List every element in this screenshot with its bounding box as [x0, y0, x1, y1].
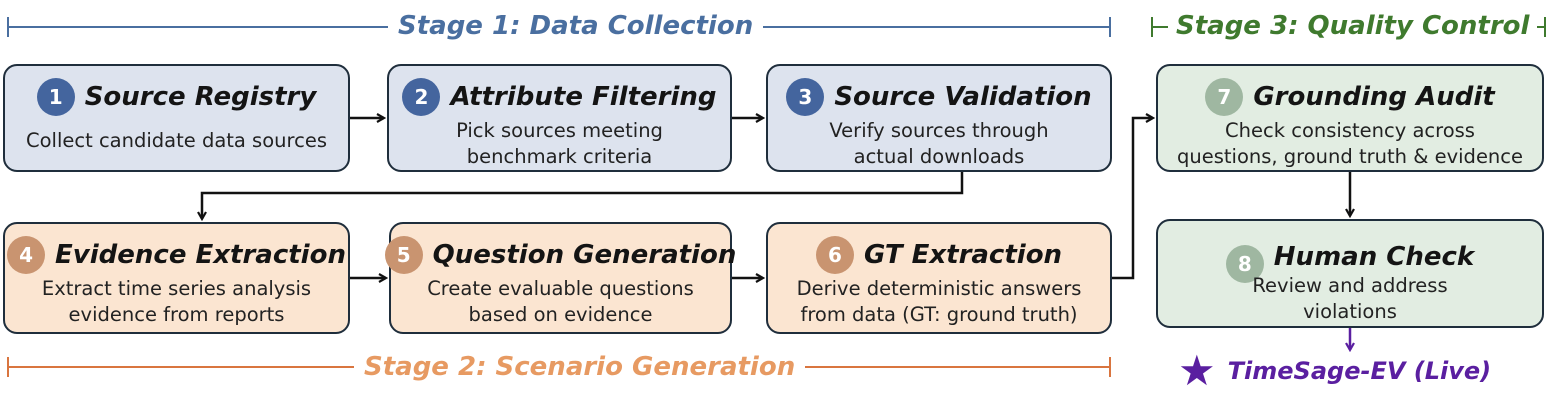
step-description: actual downloads — [853, 145, 1025, 168]
final-output-label: TimeSage-EV (Live) — [1227, 357, 1492, 385]
step-grounding-audit: 7 Grounding Audit Check consistency acros… — [1156, 64, 1544, 172]
step-gt-extraction: 6 GT Extraction Derive deterministic answ… — [766, 222, 1112, 334]
step-title: Question Generation — [432, 240, 737, 270]
step-number-badge: 1 — [36, 78, 75, 116]
step-title: Evidence Extraction — [55, 240, 346, 270]
arrow-3-to-4 — [202, 172, 964, 219]
stage2-title: Stage 2: Scenario Generation — [354, 351, 806, 383]
stage3-title: Stage 3: Quality Control — [1168, 10, 1538, 42]
step-description: Collect candidate data sources — [26, 129, 327, 152]
arrow-6-to-7 — [1112, 118, 1153, 280]
step-title: Attribute Filtering — [450, 82, 717, 112]
step-number-badge: 2 — [402, 78, 441, 116]
step-description: Review and address — [1252, 274, 1448, 297]
step-description: Check consistency across — [1225, 119, 1475, 142]
step-description: from data (GT: ground truth) — [800, 303, 1078, 326]
step-source-validation: 3 Source Validation Verify sources throug… — [766, 64, 1112, 172]
step-description: evidence from reports — [68, 303, 285, 326]
step-source-registry: 1 Source Registry Collect candidate data … — [3, 64, 350, 172]
step-question-generation: 5 Question Generation Create evaluable qu… — [384, 222, 736, 334]
step-description: Pick sources meeting — [456, 119, 663, 142]
star-icon: ★ — [1178, 346, 1216, 395]
step-title: Human Check — [1273, 242, 1475, 272]
step-human-check: 8 Human Check Review and address violation… — [1156, 219, 1544, 328]
step-description: Derive deterministic answers — [796, 277, 1082, 300]
step-description: Verify sources through — [829, 119, 1049, 142]
step-evidence-extraction: 4 Evidence Extraction Extract time series… — [3, 222, 350, 334]
step-number-badge: 6 — [815, 236, 854, 274]
step-number-badge: 4 — [7, 236, 46, 274]
step-title: Grounding Audit — [1253, 82, 1495, 112]
step-title: Source Registry — [84, 82, 317, 112]
step-number-badge: 8 — [1225, 245, 1264, 283]
step-number-badge: 5 — [384, 236, 423, 274]
stage1-title: Stage 1: Data Collection — [388, 10, 764, 42]
step-description: violations — [1303, 300, 1397, 323]
step-attribute-filtering: 2 Attribute Filtering Pick sources meetin… — [387, 64, 732, 172]
step-description: based on evidence — [468, 303, 653, 326]
step-title: Source Validation — [834, 82, 1092, 112]
step-number-badge: 3 — [786, 78, 825, 116]
step-number-badge: 7 — [1205, 78, 1244, 116]
step-description: benchmark criteria — [466, 145, 653, 168]
step-description: Extract time series analysis — [41, 277, 312, 300]
step-title: GT Extraction — [863, 240, 1063, 270]
step-description: questions, ground truth & evidence — [1176, 145, 1524, 168]
step-description: Create evaluable questions — [427, 277, 694, 300]
final-output: ★ TimeSage-EV (Live) — [1178, 350, 1491, 392]
